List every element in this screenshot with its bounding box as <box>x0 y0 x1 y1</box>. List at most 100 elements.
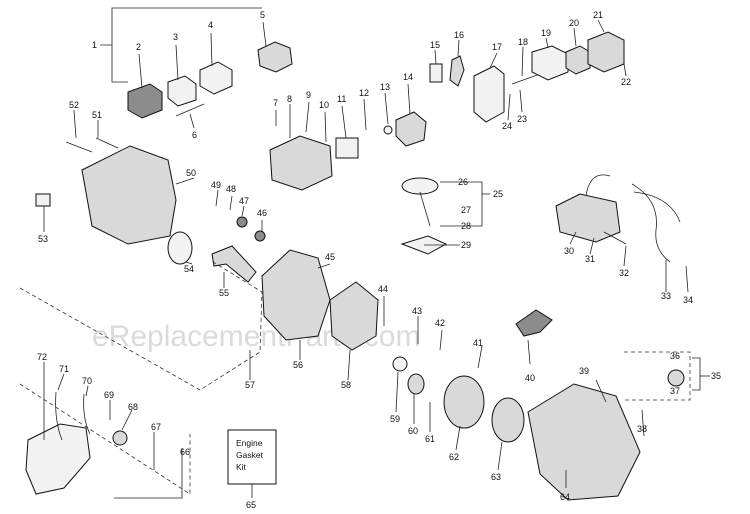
callout-52: 52 <box>69 100 79 110</box>
callout-68: 68 <box>128 402 138 412</box>
callout-62: 62 <box>449 452 459 462</box>
callout-11: 11 <box>337 94 346 104</box>
kit-line-1: Engine <box>236 438 263 448</box>
part-4-filter-plate <box>199 61 233 95</box>
callout-4: 4 <box>208 20 213 30</box>
ignition-group <box>555 174 681 263</box>
part-5-filter-housing <box>257 41 293 73</box>
part-62-pulley <box>443 375 485 429</box>
callout-32: 32 <box>619 268 629 278</box>
callout-numbers: 1 2 3 4 5 6 7 8 9 10 11 12 13 14 15 16 1… <box>37 10 721 502</box>
part-16-lever <box>449 55 465 87</box>
part-17-bracket <box>473 65 505 123</box>
part-60-pawl <box>407 373 425 395</box>
strap-group <box>25 391 128 495</box>
callout-37: 37 <box>670 386 680 396</box>
callout-64: 64 <box>560 492 570 502</box>
callout-67: 67 <box>151 422 161 432</box>
callout-29: 29 <box>461 240 471 250</box>
callout-18: 18 <box>518 37 528 47</box>
part-46-bearing <box>254 230 266 242</box>
part-71-strap <box>55 391 63 441</box>
callout-21: 21 <box>593 10 603 20</box>
callout-35: 35 <box>711 371 721 381</box>
callout-50: 50 <box>186 168 196 178</box>
part-34-wire <box>633 191 681 223</box>
part-72-guard <box>25 423 91 495</box>
callout-60: 60 <box>408 426 418 436</box>
part-50-engine-cover <box>81 145 177 245</box>
callout-72: 72 <box>37 352 47 362</box>
part-40-handle <box>515 309 553 337</box>
part-6-screw <box>175 103 205 117</box>
part-58-flywheel-housing <box>329 281 379 351</box>
part-47-bearing <box>236 216 248 228</box>
cover-group <box>35 137 177 245</box>
part-32-screw <box>603 231 627 245</box>
part-28-rod <box>419 191 431 227</box>
part-37-bushing <box>667 369 685 387</box>
air-filter-group <box>127 41 293 119</box>
cylinder-group <box>269 111 427 191</box>
callout-5: 5 <box>260 10 265 20</box>
callout-33: 33 <box>661 291 671 301</box>
callout-43: 43 <box>412 306 422 316</box>
part-63-spring <box>491 397 525 443</box>
part-9-cylinder <box>269 135 333 191</box>
callout-3: 3 <box>173 32 178 42</box>
callout-9: 9 <box>306 90 311 100</box>
leader-lines <box>43 7 710 499</box>
callout-58: 58 <box>341 380 351 390</box>
part-21-cover <box>587 31 625 73</box>
callout-39: 39 <box>579 366 589 376</box>
callout-45: 45 <box>325 252 335 262</box>
callout-38: 38 <box>637 424 647 434</box>
callout-40: 40 <box>525 373 535 383</box>
callout-59: 59 <box>390 414 400 424</box>
throttle-group <box>429 31 625 123</box>
part-11-gasket <box>335 137 359 159</box>
callout-14: 14 <box>403 72 413 82</box>
part-19-gasket <box>531 45 569 81</box>
part-14-carburetor <box>395 111 427 147</box>
callout-1: 1 <box>92 40 97 50</box>
part-54-oring <box>167 231 193 265</box>
callout-48: 48 <box>226 184 236 194</box>
callout-6: 6 <box>192 130 197 140</box>
callout-31: 31 <box>585 254 595 264</box>
callout-63: 63 <box>491 472 501 482</box>
crankcase-group <box>167 216 379 351</box>
engine-gasket-kit-box: Engine Gasket Kit 65 <box>227 429 277 510</box>
part-20-filter <box>565 45 591 75</box>
callout-26: 26 <box>458 177 468 187</box>
callout-8: 8 <box>287 94 292 104</box>
callout-24: 24 <box>502 121 512 131</box>
part-51-screw <box>95 137 119 149</box>
callout-53: 53 <box>38 234 48 244</box>
callout-47: 47 <box>239 196 249 206</box>
group-outline-35 <box>624 351 691 401</box>
part-70-strap <box>83 393 91 435</box>
callout-28: 28 <box>461 221 471 231</box>
part-3-filter-element <box>167 75 197 107</box>
callout-46: 46 <box>257 208 267 218</box>
part-64-starter-housing <box>527 383 641 501</box>
kit-line-3: Kit <box>236 462 247 472</box>
callout-36: 36 <box>670 351 680 361</box>
callout-13: 13 <box>380 82 390 92</box>
part-13-washer <box>383 125 393 135</box>
part-53-bracket <box>35 193 51 207</box>
callout-69: 69 <box>104 390 114 400</box>
callout-42: 42 <box>435 318 445 328</box>
part-55-crankshaft <box>211 245 257 283</box>
part-68-nut <box>112 430 128 446</box>
callout-49: 49 <box>211 180 221 190</box>
callout-34: 34 <box>683 295 693 305</box>
callout-15: 15 <box>430 40 440 50</box>
part-30-wire <box>585 174 611 197</box>
group-outline-57 <box>19 259 263 391</box>
part-52-screw <box>65 141 93 153</box>
part-30-ignition-module <box>555 193 621 243</box>
callout-27: 27 <box>461 205 471 215</box>
